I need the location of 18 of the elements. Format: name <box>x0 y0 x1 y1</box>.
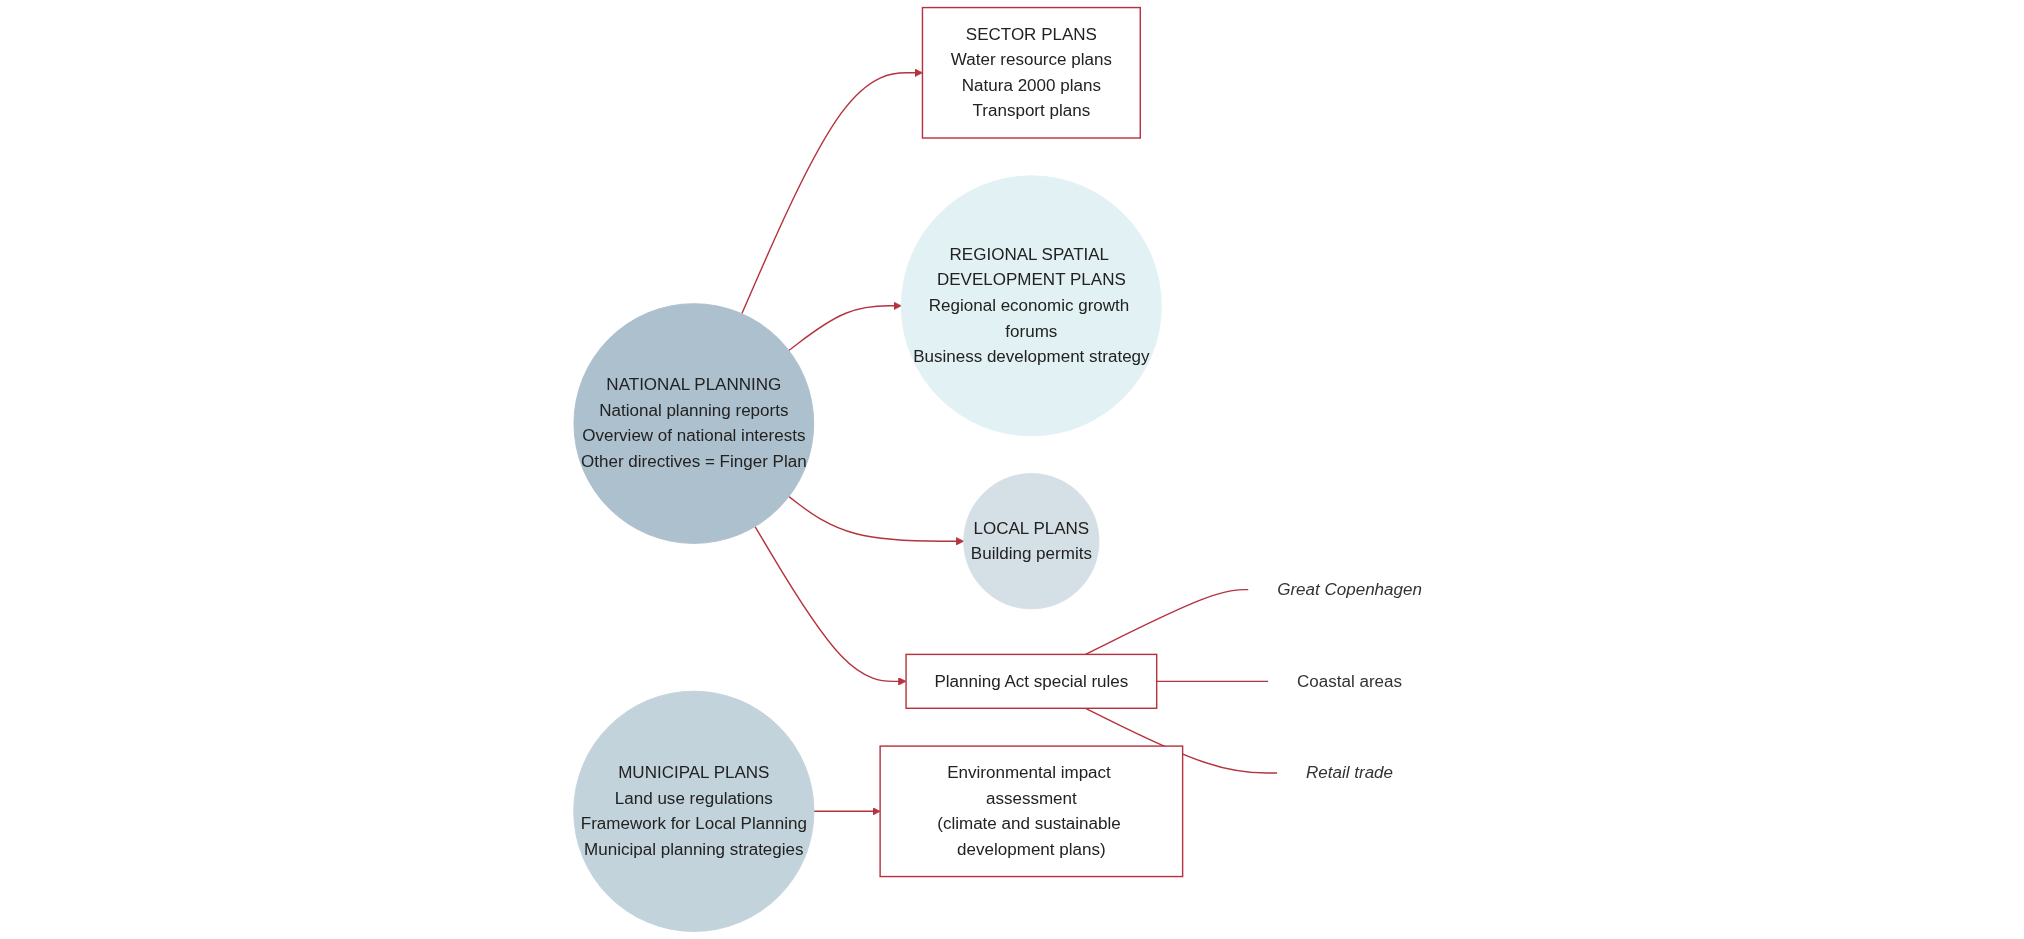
node-box: SECTOR PLANS Water resource plans Natura 2000 plans Transport plans <box>921 6 1141 139</box>
node-text: Retail trade <box>1306 763 1394 783</box>
node-text: Coastal areas <box>1297 671 1403 691</box>
arrow <box>788 495 965 546</box>
arrow <box>813 807 881 816</box>
node-box: Environmental impact assessment (climate and sustainable development plans) <box>879 745 1184 878</box>
node-circle: REGIONAL SPATIAL DEVELOPMENT PLANS Regional economic growth forums Business development strategy <box>900 175 1162 437</box>
node-circle: LOCAL PLANS Building permits <box>963 473 1100 610</box>
node-text: Great Copenhagen <box>1277 579 1422 599</box>
node-box: Planning Act special rules <box>905 653 1158 709</box>
arrow <box>741 68 923 315</box>
connector <box>1084 588 1250 656</box>
node-circle: MUNICIPAL PLANS Land use regulations Framework for Local Planning Municipal planning strategies <box>573 690 815 932</box>
arrow <box>754 525 907 686</box>
arrow <box>788 301 902 352</box>
connector <box>1156 680 1270 683</box>
node-circle: NATIONAL PLANNING National planning reports Overview of national interests Other directives = Finger Plan <box>573 303 815 544</box>
connector <box>1084 707 1279 774</box>
